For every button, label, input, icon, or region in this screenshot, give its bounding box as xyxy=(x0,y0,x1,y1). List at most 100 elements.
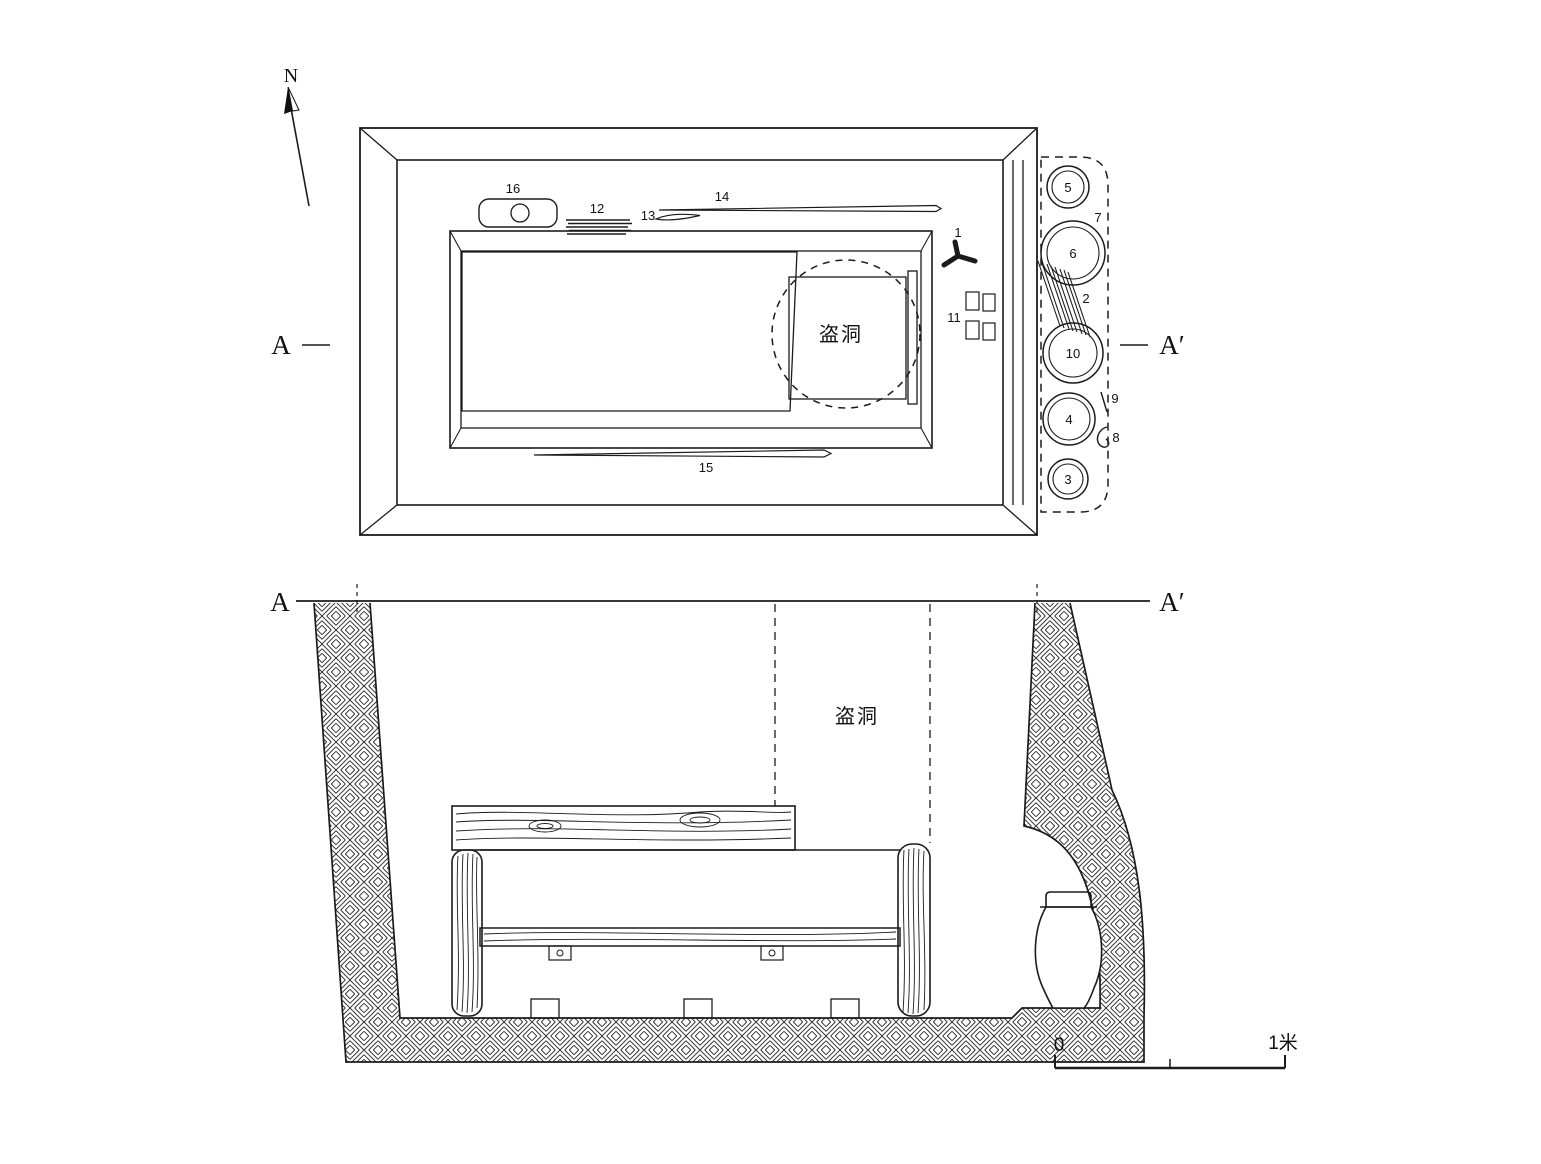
guo-outer-rect xyxy=(449,230,933,449)
plank-cleat-2-peg xyxy=(768,949,776,957)
plank-cleat-1-peg xyxy=(556,949,564,957)
artifact-16: 16 xyxy=(478,181,558,228)
plan-pit-outer xyxy=(359,127,1038,536)
artifact-9-shape xyxy=(1100,391,1108,413)
artifact-16-detail xyxy=(510,203,530,223)
guo-corner-bevels xyxy=(449,230,933,449)
end-board-left-grain xyxy=(456,852,479,1014)
artifact-13-shape xyxy=(653,213,701,221)
artifact-12-shape xyxy=(566,219,632,235)
vessel-10-outer xyxy=(1042,322,1104,384)
vessel-5-outer xyxy=(1046,165,1090,209)
pot-body xyxy=(1034,906,1103,1009)
vessel-circle-10: 10 xyxy=(1042,322,1104,384)
artifact-15: 15 xyxy=(533,449,833,475)
artifact-15-label: 15 xyxy=(699,460,713,475)
vessel-6-inner xyxy=(1046,226,1100,280)
artifact-9: 9 xyxy=(1100,391,1119,413)
scale-bar-zero: 0 xyxy=(1054,1035,1065,1056)
section-marker-a-prime: A′ xyxy=(1159,587,1184,617)
artifact-14: 14 xyxy=(658,189,943,213)
wood-grain-top-plank xyxy=(455,810,792,841)
plan-artifacts: 16 12 13 14 1 11 xyxy=(478,181,996,475)
plan-pit-outline xyxy=(359,127,1038,536)
artifact-15-shape xyxy=(533,449,833,458)
artifact-2-bundle xyxy=(1037,260,1091,338)
plan-robber-hole-label: 盗洞 xyxy=(819,323,863,346)
plan-outer-coffin xyxy=(449,230,933,449)
artifact-11-piece-3 xyxy=(965,320,980,340)
earth-hatch-left-floor xyxy=(314,603,1012,1062)
artifact-11: 11 xyxy=(945,291,996,341)
artifact-11-label: 11 xyxy=(947,310,961,325)
north-arrow: N xyxy=(284,65,310,207)
vessel-4-inner xyxy=(1047,397,1091,441)
coffin-lid xyxy=(461,251,798,412)
plan-robber-hole: 盗洞 xyxy=(771,259,921,409)
robber-hole-exposed-coffin xyxy=(788,276,907,400)
plank-cleat-2 xyxy=(760,945,784,961)
coffin-foot-1 xyxy=(530,998,560,1019)
coffin-end-board-plan xyxy=(907,270,918,405)
artifact-1-label: 1 xyxy=(954,225,961,240)
top-plank-knot-2-inner xyxy=(689,816,711,824)
north-label: N xyxy=(284,65,298,87)
robber-hole-dashed-circle xyxy=(771,259,921,409)
artifact-11-piece-4 xyxy=(982,322,996,341)
vessel-10-inner xyxy=(1048,328,1098,378)
bottom-plank-grain xyxy=(483,931,897,942)
scale-bar-max: 1米 xyxy=(1268,1032,1298,1054)
vessel-10-label: 10 xyxy=(1066,346,1080,361)
end-board-right-grain xyxy=(902,847,926,1015)
vessel-5-label: 5 xyxy=(1064,180,1071,195)
coffin-end-board-right xyxy=(897,843,931,1017)
vessel-6-outer xyxy=(1040,220,1106,286)
section-robber-hole: 盗洞 xyxy=(774,604,931,843)
plan-marker-a-prime: A′ xyxy=(1159,330,1184,360)
top-plank-grain-lines xyxy=(455,810,792,841)
artifact-14-shape xyxy=(658,204,943,213)
top-plank-knot-2-outer xyxy=(679,812,721,828)
artifact-9-label: 9 xyxy=(1111,391,1118,406)
pit-outer-outline xyxy=(313,602,1146,1063)
artifact-1: 1 xyxy=(941,225,978,268)
artifact-8: 8 xyxy=(1096,426,1120,448)
section-marker-a: A xyxy=(270,587,290,617)
vessel-circle-4: 4 xyxy=(1042,392,1096,446)
artifact-13-label: 13 xyxy=(641,208,655,223)
plan-pit-inner xyxy=(396,159,1004,506)
vessel-4-label: 4 xyxy=(1065,412,1072,427)
earth-hatch-right xyxy=(1012,603,1145,1062)
vessel-3-outer xyxy=(1047,458,1089,500)
artifact-2: 2 xyxy=(1037,260,1092,338)
north-arrow-head-filled xyxy=(284,87,293,114)
vessel-circle-3: 3 xyxy=(1047,458,1089,500)
artifact-8-shape xyxy=(1096,426,1110,448)
section-coffin xyxy=(451,805,931,1019)
plan-pit-corner-bevels xyxy=(359,127,1038,536)
top-plank-knot-1-inner xyxy=(536,823,554,829)
vessel-5-inner xyxy=(1051,170,1085,204)
top-plank-knot-1-outer xyxy=(528,819,562,833)
pit-inner-outline xyxy=(369,602,1101,1019)
plan-section-markers: A A′ xyxy=(271,330,1184,360)
section-view: 盗洞 xyxy=(270,584,1185,1063)
vessel-3-label: 3 xyxy=(1064,472,1071,487)
plan-view: 盗洞 16 12 13 14 1 xyxy=(271,127,1185,536)
artifact-14-label: 14 xyxy=(715,189,729,204)
artifact-2-label: 2 xyxy=(1082,291,1089,306)
niche-dashed-outline xyxy=(1040,156,1109,513)
artifact-16-label: 16 xyxy=(506,181,520,196)
plan-marker-a: A xyxy=(271,330,291,360)
scale-bar: 0 1米 xyxy=(1054,1032,1298,1070)
vessel-3-inner xyxy=(1052,463,1084,495)
artifact-11-piece-2 xyxy=(982,293,996,312)
artifact-16-shape xyxy=(478,198,558,228)
section-section-markers: A A′ xyxy=(270,587,1184,617)
vessel-4-outer xyxy=(1042,392,1096,446)
artifact-8-label: 8 xyxy=(1112,430,1119,445)
guo-inner-rect xyxy=(460,250,922,429)
vessel-6-label: 6 xyxy=(1069,246,1076,261)
